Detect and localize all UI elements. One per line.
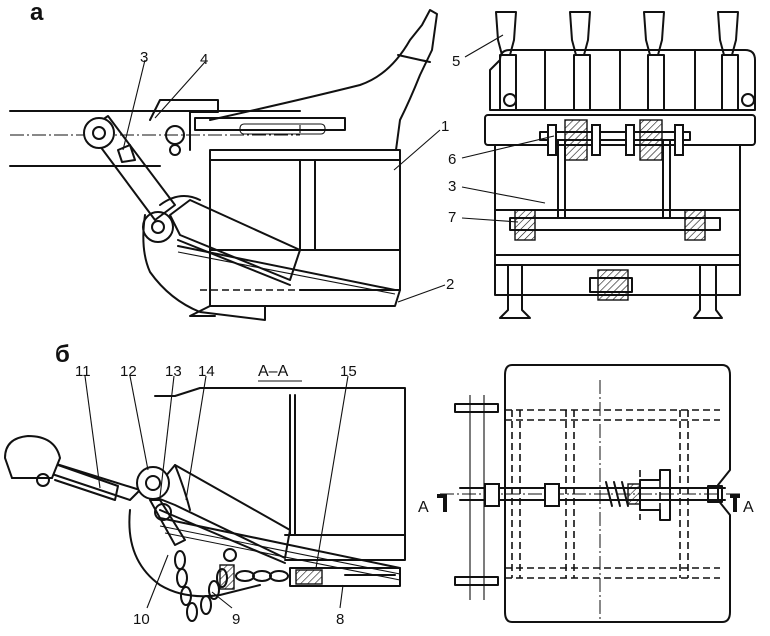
callout-14: 14 [198, 363, 215, 380]
panel-a-front-view [461, 11, 756, 319]
callout-7: 7 [448, 209, 456, 226]
section-mark-left: А [418, 499, 429, 516]
callout-4: 4 [200, 51, 208, 68]
callout-3: 3 [140, 49, 148, 66]
panel-label-b: б [55, 341, 70, 368]
callout-11: 11 [75, 363, 91, 380]
callout-15: 15 [340, 363, 357, 380]
callout-5: 5 [452, 53, 460, 70]
section-mark-right: А [743, 499, 754, 516]
section-title: А–А [258, 363, 289, 380]
callout-9: 9 [232, 611, 240, 628]
panel-a-side-view [9, 9, 446, 321]
callout-2: 2 [446, 276, 454, 293]
panel-b-section-view [3, 375, 406, 622]
panel-label-a: а [30, 0, 44, 26]
callout-3-front: 3 [448, 178, 456, 195]
callout-13: 13 [165, 363, 182, 380]
callout-6: 6 [448, 151, 456, 168]
callout-1: 1 [441, 118, 449, 135]
callout-10: 10 [133, 611, 150, 628]
control-lever [495, 11, 739, 56]
callout-12: 12 [120, 363, 137, 380]
labels: а б 3 4 1 2 5 6 3 7 11 12 13 14 15 10 9 … [30, 0, 754, 628]
callout-8: 8 [336, 611, 344, 628]
panel-b-plan-view [437, 364, 740, 623]
